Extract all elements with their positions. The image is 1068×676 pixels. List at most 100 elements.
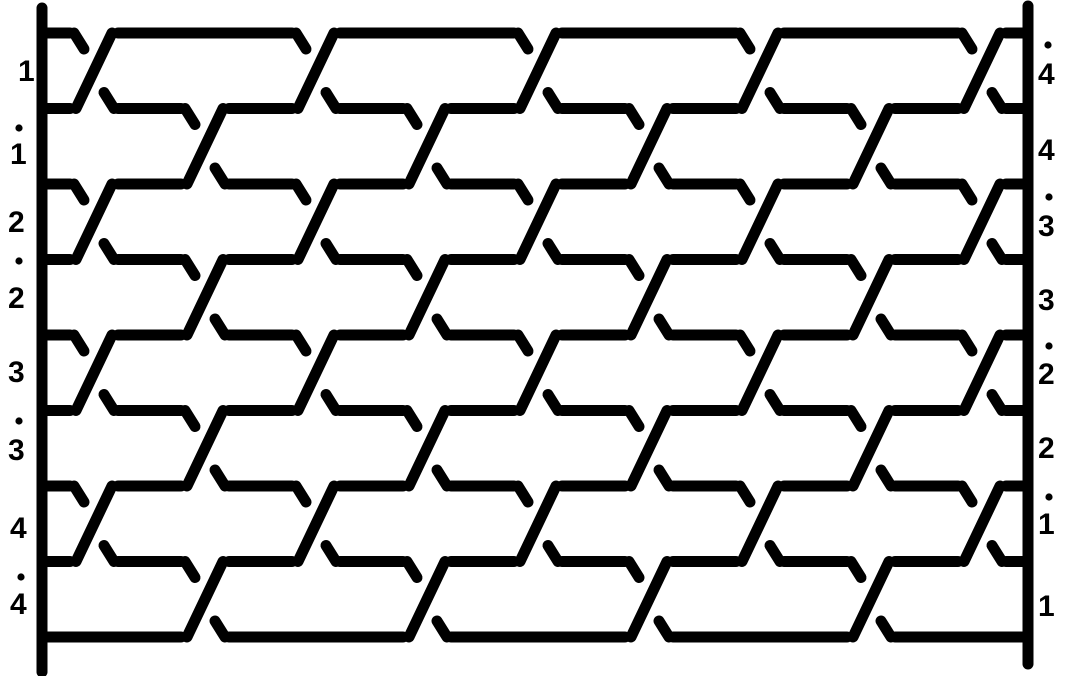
left-label-1: 1 bbox=[18, 55, 35, 88]
strand-under-top-33 bbox=[179, 556, 201, 583]
strand-over-1 bbox=[70, 27, 118, 114]
strand-over-22 bbox=[736, 329, 784, 416]
strand-over-33 bbox=[181, 556, 229, 643]
strand-over-10 bbox=[70, 178, 118, 265]
strand-under-top-36 bbox=[845, 556, 867, 583]
left-dot-8 bbox=[17, 573, 25, 581]
strand-over-11 bbox=[292, 178, 340, 265]
right-dot-1 bbox=[1044, 41, 1052, 49]
strand-under-top-31 bbox=[734, 480, 756, 508]
strand-under-top-23 bbox=[956, 329, 978, 357]
strand-under-top-1 bbox=[68, 27, 90, 55]
left-label-6: 3 bbox=[8, 434, 25, 467]
right-label-4: 3 bbox=[1038, 284, 1055, 317]
strand-over-35 bbox=[625, 556, 673, 643]
left-label-3: 2 bbox=[8, 206, 25, 239]
strand-under-bot-3 bbox=[542, 87, 564, 114]
strand-under-bot-9 bbox=[875, 162, 897, 190]
strand-over-27 bbox=[847, 405, 895, 492]
strand-under-top-19 bbox=[68, 329, 90, 357]
strand-over-7 bbox=[403, 103, 451, 190]
strand-over-4 bbox=[736, 27, 784, 114]
strand-under-top-27 bbox=[845, 405, 867, 432]
strand-under-bot-35 bbox=[653, 615, 675, 643]
strand-under-top-21 bbox=[512, 329, 534, 357]
strand-under-bot-8 bbox=[653, 162, 675, 190]
strand-over-23 bbox=[958, 329, 1006, 416]
strand-under-bot-34 bbox=[431, 615, 453, 643]
strand-under-bot-26 bbox=[653, 464, 675, 492]
strand-under-top-28 bbox=[68, 480, 90, 508]
strand-under-top-25 bbox=[401, 405, 423, 432]
strand-under-top-7 bbox=[401, 103, 423, 130]
strand-under-top-29 bbox=[290, 480, 312, 508]
strand-under-bot-20 bbox=[320, 389, 342, 416]
strand-under-top-14 bbox=[956, 178, 978, 206]
strand-under-top-30 bbox=[512, 480, 534, 508]
strand-under-bot-36 bbox=[875, 615, 897, 643]
strand-under-bot-10 bbox=[98, 238, 120, 265]
strand-under-top-34 bbox=[401, 556, 423, 583]
left-label-2: 1 bbox=[10, 138, 27, 171]
strand-under-bot-2 bbox=[320, 87, 342, 114]
strand-under-top-16 bbox=[401, 254, 423, 281]
strand-under-bot-30 bbox=[542, 540, 564, 567]
strand-under-bot-17 bbox=[653, 313, 675, 341]
strand-under-top-13 bbox=[734, 178, 756, 206]
strand-under-bot-11 bbox=[320, 238, 342, 265]
left-dot-2 bbox=[15, 124, 23, 132]
bar-group bbox=[36, 0, 1034, 676]
strand-under-top-2 bbox=[290, 27, 312, 55]
right-label-2: 4 bbox=[1038, 134, 1055, 167]
strand-over-19 bbox=[70, 329, 118, 416]
strand-under-top-5 bbox=[956, 27, 978, 55]
strand-under-top-4 bbox=[734, 27, 756, 55]
strand-over-9 bbox=[847, 103, 895, 190]
strand-under-bot-19 bbox=[98, 389, 120, 416]
left-dot-6 bbox=[15, 417, 23, 425]
strand-over-24 bbox=[181, 405, 229, 492]
strand-under-bot-27 bbox=[875, 464, 897, 492]
strand-under-top-9 bbox=[845, 103, 867, 130]
left-label-4: 2 bbox=[8, 282, 25, 315]
strand-under-top-3 bbox=[512, 27, 534, 55]
strand-over-3 bbox=[514, 27, 562, 114]
right-label-7: 1 bbox=[1038, 508, 1055, 541]
strand-over-21 bbox=[514, 329, 562, 416]
strand-over-6 bbox=[181, 103, 229, 190]
strand-over-12 bbox=[514, 178, 562, 265]
strand-under-top-11 bbox=[290, 178, 312, 206]
strand-under-bot-4 bbox=[764, 87, 786, 114]
strand-under-top-10 bbox=[68, 178, 90, 206]
left-dot-4 bbox=[15, 257, 23, 265]
strand-under-top-26 bbox=[623, 405, 645, 432]
strand-over-29 bbox=[292, 480, 340, 567]
right-dot-3 bbox=[1045, 193, 1053, 201]
strand-over-36 bbox=[847, 556, 895, 643]
strand-under-bot-5 bbox=[986, 87, 1008, 114]
strand-over-13 bbox=[736, 178, 784, 265]
strand-under-bot-29 bbox=[320, 540, 342, 567]
strand-under-bot-22 bbox=[764, 389, 786, 416]
strand-under-bot-23 bbox=[986, 389, 1008, 416]
strand-under-bot-1 bbox=[98, 87, 120, 114]
strand-over-20 bbox=[292, 329, 340, 416]
strand-under-bot-15 bbox=[209, 313, 231, 341]
right-label-5: 2 bbox=[1038, 358, 1055, 391]
strand-under-bot-28 bbox=[98, 540, 120, 567]
strand-under-bot-33 bbox=[209, 615, 231, 643]
strand-under-bot-25 bbox=[431, 464, 453, 492]
strand-under-bot-24 bbox=[209, 464, 231, 492]
strand-under-top-24 bbox=[179, 405, 201, 432]
strand-over-15 bbox=[181, 254, 229, 341]
left-label-5: 3 bbox=[8, 356, 25, 389]
right-dot-5 bbox=[1045, 342, 1053, 350]
strand-group bbox=[36, 27, 1034, 643]
strand-under-bot-6 bbox=[209, 162, 231, 190]
right-label-1: 4 bbox=[1038, 58, 1055, 91]
strand-over-32 bbox=[958, 480, 1006, 567]
strand-under-top-6 bbox=[179, 103, 201, 130]
strand-over-34 bbox=[403, 556, 451, 643]
